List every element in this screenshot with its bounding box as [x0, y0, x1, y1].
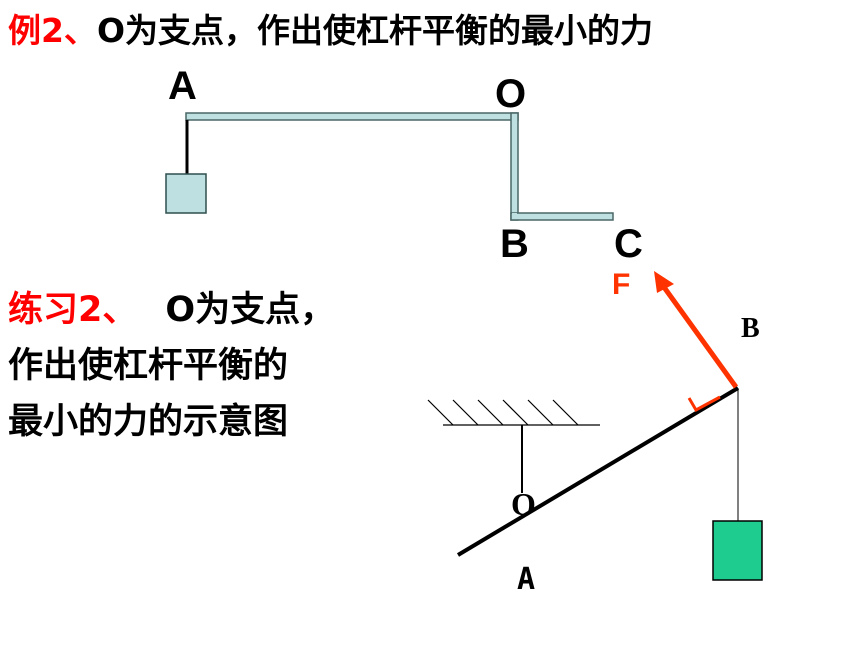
practice-line1-text: O为支点， — [165, 290, 336, 330]
weight-box-a — [165, 173, 207, 214]
force-arrow-shaft — [658, 281, 739, 389]
label-b-top: B — [500, 222, 529, 266]
practice-line-1: 练习2、 O为支点， — [8, 282, 335, 338]
example-prefix: 例2、 — [8, 11, 97, 50]
label-force-f: F — [612, 268, 631, 301]
bent-lever — [185, 112, 614, 221]
label-a-bottom: A — [517, 562, 536, 597]
label-c-top: C — [614, 222, 643, 266]
label-o-top: O — [495, 72, 527, 116]
weight-box-b — [712, 520, 763, 581]
ceiling-support — [427, 399, 600, 426]
label-a-top: A — [168, 64, 197, 108]
inclined-lever — [456, 386, 740, 557]
right-angle-marker — [687, 395, 721, 413]
force-arrow-head — [654, 271, 674, 293]
practice-line-2: 作出使杠杆平衡的 — [8, 346, 289, 386]
example-title: 例2、O为支点，作出使杠杆平衡的最小的力 — [8, 4, 653, 52]
practice-line-3: 最小的力的示意图 — [8, 402, 289, 442]
example-text: O为支点，作出使杠杆平衡的最小的力 — [96, 11, 654, 50]
practice-prefix: 练习2、 — [8, 290, 138, 330]
label-b-bottom: B — [741, 313, 760, 344]
practice-text: 练习2、 O为支点， 作出使杠杆平衡的 最小的力的示意图 — [8, 282, 335, 450]
